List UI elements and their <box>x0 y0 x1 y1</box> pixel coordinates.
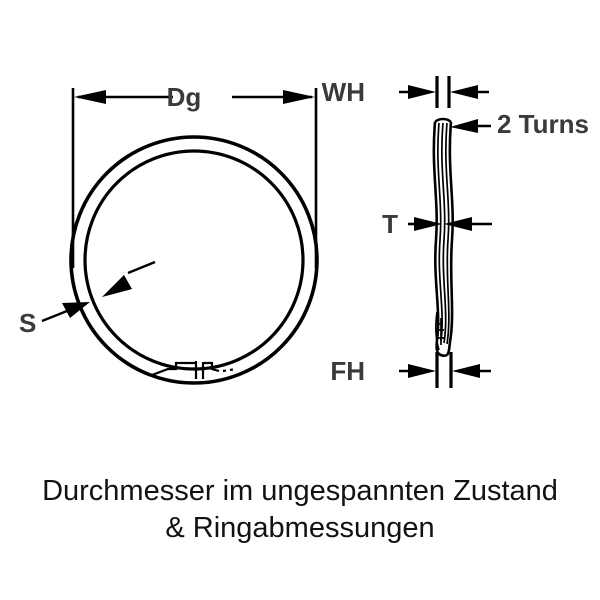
t-dimension-group: T <box>382 209 492 239</box>
dg-label: Dg <box>167 82 202 112</box>
fh-arrowhead-right <box>452 364 480 378</box>
fh-label: FH <box>330 356 365 386</box>
caption-line-1: Durchmesser im ungespannten Zustand <box>42 475 558 507</box>
s-leader-line-inner <box>127 260 156 275</box>
turns-arrowhead <box>450 119 478 133</box>
wh-label: WH <box>322 77 365 107</box>
coil-end-taper-detail <box>435 311 444 351</box>
front-view-group: Dg S <box>19 82 319 385</box>
turns-label: 2 Turns <box>497 109 589 139</box>
dg-arrowhead-left <box>74 90 106 104</box>
fh-dimension-group: FH <box>330 352 491 388</box>
caption-line-2: & Ringabmessungen <box>165 512 434 544</box>
s-arrowhead-inner <box>102 275 132 297</box>
s-label: S <box>19 308 36 338</box>
t-arrowhead-left <box>414 217 442 231</box>
wh-dimension-group: WH <box>322 76 489 108</box>
ring-outer-circle <box>69 135 319 385</box>
ring-inner-circle <box>83 149 305 371</box>
t-label: T <box>382 209 398 239</box>
t-arrowhead-right <box>444 217 472 231</box>
fh-arrowhead-left <box>408 364 436 378</box>
dg-arrowhead-right <box>283 90 315 104</box>
wh-arrowhead-right <box>450 85 478 99</box>
coil-profile-strip <box>432 117 454 357</box>
s-arrowhead-outer <box>62 302 90 318</box>
turns-callout-group: 2 Turns <box>450 109 589 139</box>
ring-spiral-end-detail <box>151 361 237 379</box>
wh-arrowhead-left <box>408 85 436 99</box>
caption-group: Durchmesser im ungespannten Zustand & Ri… <box>42 475 558 544</box>
side-profile-view-group: WH 2 Turns T <box>322 76 589 388</box>
